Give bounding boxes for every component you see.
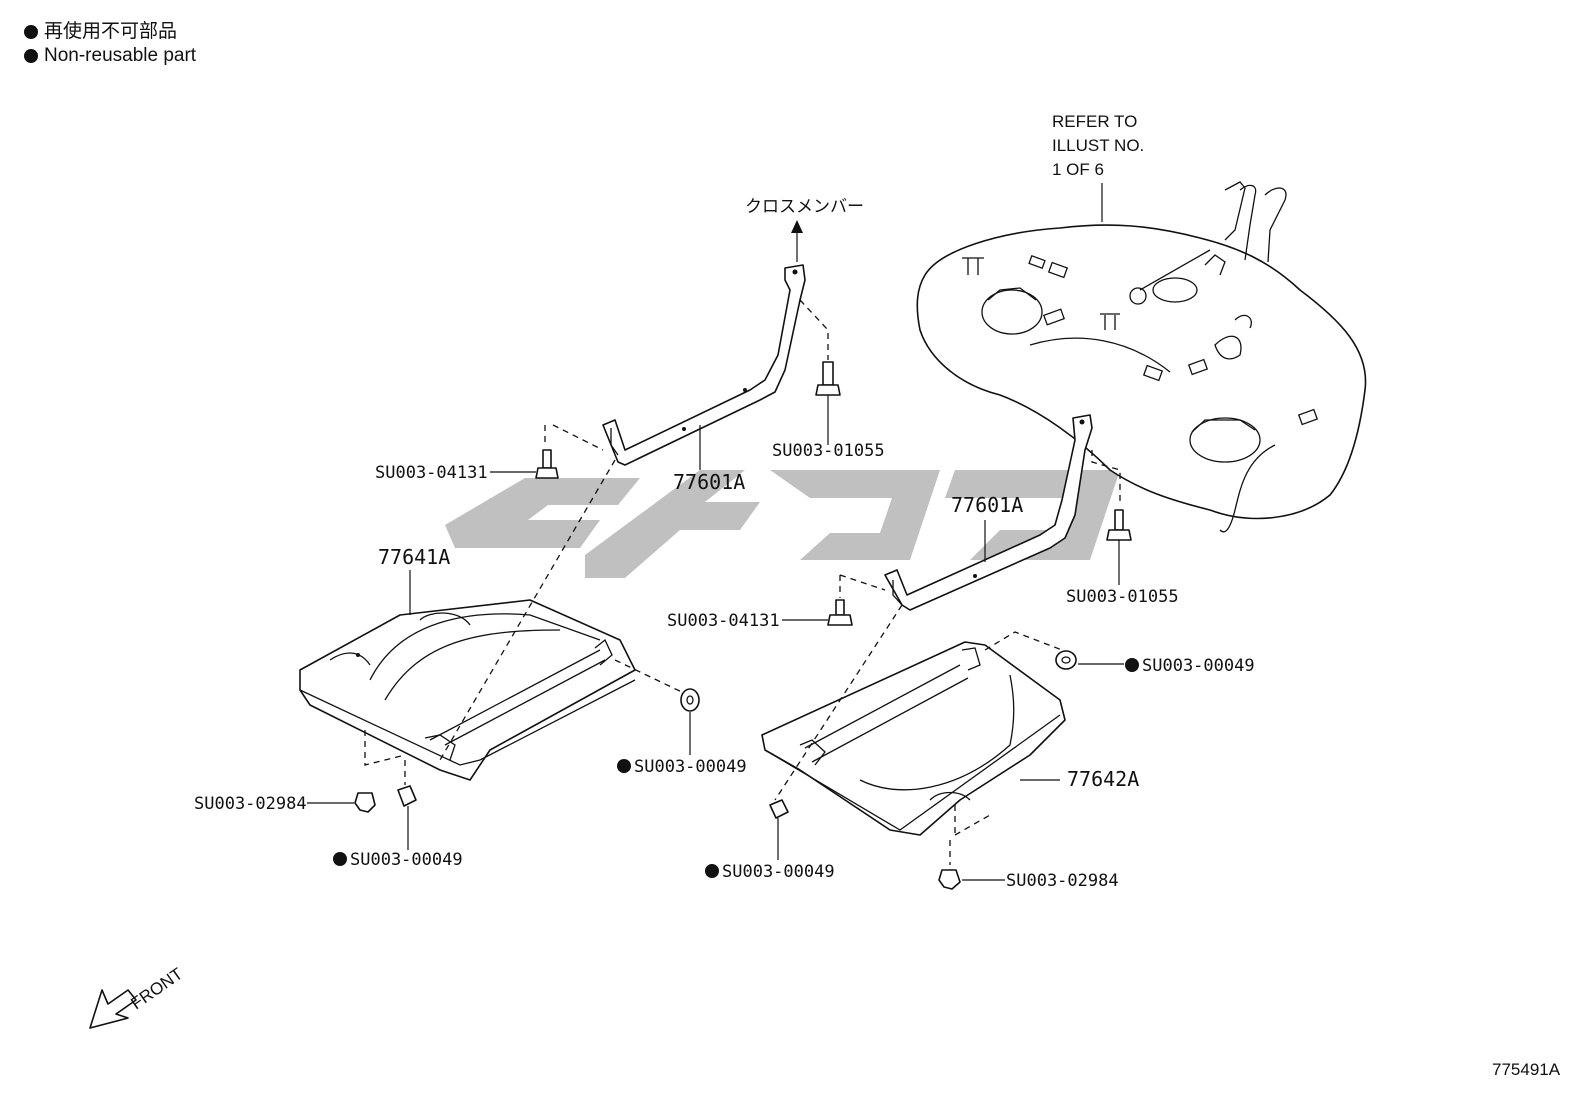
label-nut-mid-bottom: SU003-00049 <box>722 862 835 882</box>
fuel-tank <box>916 181 1367 533</box>
non-reusable-bullet-icon <box>24 25 38 39</box>
refer-note-line-3: 1 OF 6 <box>1052 160 1104 179</box>
clip-right-icon <box>938 869 961 890</box>
dashed-guide <box>364 730 406 785</box>
legend-row-en: Non-reusable part <box>24 44 196 68</box>
dashed-guide <box>544 424 604 451</box>
bolt-upper-left-icon <box>535 449 559 479</box>
bolt-upper-mid-icon <box>815 361 841 396</box>
label-nut-mid: SU003-00049 <box>634 757 747 777</box>
label-bolt-upper-left: SU003-04131 <box>375 463 488 483</box>
label-clip-left: SU003-02984 <box>194 794 307 814</box>
dashed-guide <box>949 805 991 865</box>
nut-mid-bottom-icon <box>769 799 789 819</box>
label-protector-left: 77641A <box>378 545 450 569</box>
dashed-guide <box>439 459 689 761</box>
label-bolt-mid-left: SU003-04131 <box>667 611 780 631</box>
non-reusable-bullet-icon <box>617 759 631 773</box>
legend-row-jp: 再使用不可部品 <box>24 20 196 44</box>
label-bolt-upper-mid: SU003-01055 <box>772 441 885 461</box>
cross-member-arrow: クロスメンバー <box>745 197 864 262</box>
front-label: FRONT <box>127 964 186 1013</box>
legend-en-text: Non-reusable part <box>44 45 197 66</box>
non-reusable-bullet-icon <box>1125 658 1139 672</box>
dashed-guide <box>1091 450 1121 505</box>
front-arrow-icon <box>89 989 137 1029</box>
label-strap-left: 77601A <box>673 470 745 494</box>
non-reusable-bullet-icon <box>333 852 347 866</box>
refer-note-line-1: REFER TO <box>1052 112 1137 131</box>
refer-note: REFER TO ILLUST NO. 1 OF 6 <box>1052 112 1144 222</box>
non-reusable-bullet-icon <box>24 49 38 63</box>
illustration-id: 775491A <box>1492 1060 1561 1079</box>
label-protector-right: 77642A <box>1067 767 1139 791</box>
bolt-right-icon <box>1106 509 1132 541</box>
refer-note-line-2: ILLUST NO. <box>1052 136 1144 155</box>
dashed-guide <box>799 299 829 360</box>
legend-jp-text: 再使用不可部品 <box>44 21 178 42</box>
nut-mid-icon <box>680 688 700 712</box>
nut-right-top-icon <box>1055 650 1077 670</box>
nut-left-bottom-icon <box>397 785 417 807</box>
bolt-mid-left-icon <box>827 599 853 626</box>
label-strap-right: 77601A <box>951 493 1023 517</box>
non-reusable-bullet-icon <box>705 864 719 878</box>
protector-left <box>299 599 636 781</box>
dashed-guide <box>839 574 886 598</box>
legend: 再使用不可部品 Non-reusable part <box>24 20 196 68</box>
label-nut-right-top: SU003-00049 <box>1142 656 1255 676</box>
label-bolt-right: SU003-01055 <box>1066 587 1179 607</box>
label-clip-right: SU003-02984 <box>1006 871 1119 891</box>
strap-left <box>602 264 806 466</box>
dashed-guide <box>774 604 1063 801</box>
cross-member-label: クロスメンバー <box>745 197 864 216</box>
label-nut-left-bottom: SU003-00049 <box>350 850 463 870</box>
clip-left-icon <box>354 792 376 813</box>
protector-right <box>761 641 1066 836</box>
